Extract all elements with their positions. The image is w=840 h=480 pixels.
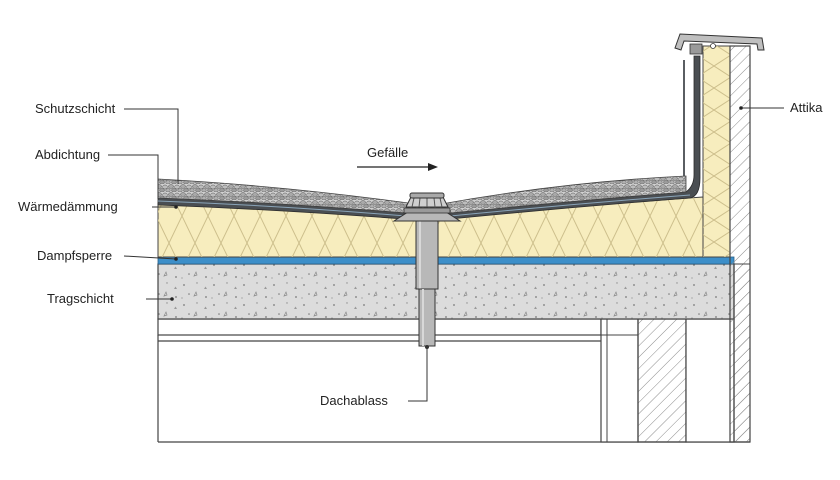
tragschicht-concrete-layer [157,263,735,320]
abdichtung-leader [108,154,159,199]
label-attika: Attika [790,100,823,115]
label-schutzschicht: Schutzschicht [35,101,116,116]
label-gefaelle: Gefälle [367,145,408,160]
label-tragschicht: Tragschicht [47,291,114,306]
label-dachablass: Dachablass [320,393,388,408]
abdichtung-upturn-sheet [675,60,685,191]
gefaelle-arrow [357,163,438,171]
schutzschicht-leader [124,108,179,184]
support-column [600,318,639,443]
dampfsperre-leader-dot [174,257,178,261]
lower-wall-masonry [637,318,735,443]
attika-wall [702,45,751,443]
dampfsperre-layer [157,256,735,265]
dachablass-leader [408,347,428,402]
tragschicht-leader-dot [170,297,174,301]
attika-coping [674,33,765,55]
label-waermedaemmung: Wärmedämmung [18,199,118,214]
dampfsperre-leader [123,255,177,260]
attika-leader-dot [739,106,743,110]
label-dampfsperre: Dampfsperre [37,248,112,263]
label-abdichtung: Abdichtung [35,147,100,162]
dachablass-roof-drain [392,192,462,349]
waermedaemmung-leader-dot [174,205,178,209]
